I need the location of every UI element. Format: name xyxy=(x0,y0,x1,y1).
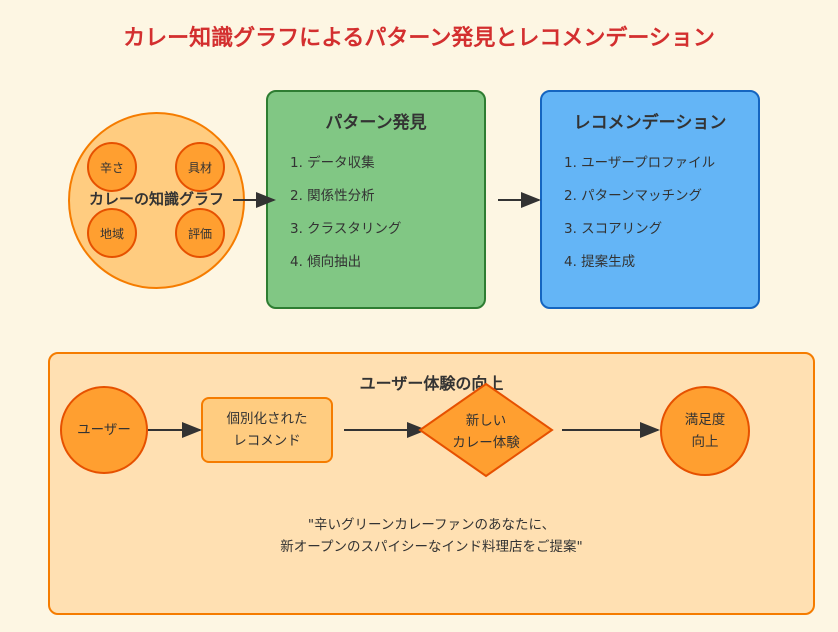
personalized-recommend-node: 個別化された レコメンド xyxy=(201,397,333,463)
recommendation-step: 4. 提案生成 xyxy=(564,254,636,270)
pattern-steps-list: 1. データ収集 2. 関係性分析 3. クラスタリング 4. 傾向抽出 xyxy=(290,152,401,284)
knowledge-graph-circle xyxy=(68,112,245,289)
satisfaction-node: 満足度 向上 xyxy=(660,386,750,476)
quote-line: 新オープンのスパイシーなインド料理店をご提案" xyxy=(280,539,583,555)
kg-node-rating: 評価 xyxy=(175,208,225,258)
new-experience-diamond xyxy=(418,382,554,478)
recommendation-box: レコメンデーション 1. ユーザープロファイル 2. パターンマッチング 3. … xyxy=(540,90,760,309)
pattern-step: 1. データ収集 xyxy=(290,155,375,171)
pattern-step: 2. 関係性分析 xyxy=(290,188,375,204)
user-node: ユーザー xyxy=(60,386,148,474)
knowledge-graph-label: カレーの知識グラフ xyxy=(88,190,224,208)
kg-node-region: 地域 xyxy=(87,208,137,258)
new-experience-label: 新しい カレー体験 xyxy=(420,410,552,454)
kg-node-ingredients: 具材 xyxy=(175,142,225,192)
pattern-discovery-title: パターン発見 xyxy=(325,113,427,133)
pattern-step: 4. 傾向抽出 xyxy=(290,254,362,270)
diagram-title: カレー知識グラフによるパターン発見とレコメンデーション xyxy=(123,26,715,51)
example-quote: "辛いグリーンカレーファンのあなたに、 新オープンのスパイシーなインド料理店をご… xyxy=(48,514,815,558)
pattern-step: 3. クラスタリング xyxy=(290,221,402,237)
recommendation-step: 1. ユーザープロファイル xyxy=(564,155,716,171)
recommendation-title: レコメンデーション xyxy=(573,113,727,133)
personalized-line: レコメンド xyxy=(233,433,301,449)
satisfaction-line: 向上 xyxy=(691,434,719,450)
new-experience-line: 新しい xyxy=(465,413,507,429)
user-experience-title: ユーザー体験の向上 xyxy=(359,374,504,393)
pattern-discovery-box: パターン発見 1. データ収集 2. 関係性分析 3. クラスタリング 4. 傾… xyxy=(266,90,486,309)
personalized-line: 個別化された xyxy=(226,411,308,427)
recommendation-steps-list: 1. ユーザープロファイル 2. パターンマッチング 3. スコアリング 4. … xyxy=(564,152,715,284)
quote-line: "辛いグリーンカレーファンのあなたに、 xyxy=(307,517,556,533)
satisfaction-line: 満足度 xyxy=(684,412,726,428)
recommendation-step: 3. スコアリング xyxy=(564,221,663,237)
kg-node-spiciness: 辛さ xyxy=(87,142,137,192)
new-experience-line: カレー体験 xyxy=(452,435,520,451)
recommendation-step: 2. パターンマッチング xyxy=(564,188,702,204)
